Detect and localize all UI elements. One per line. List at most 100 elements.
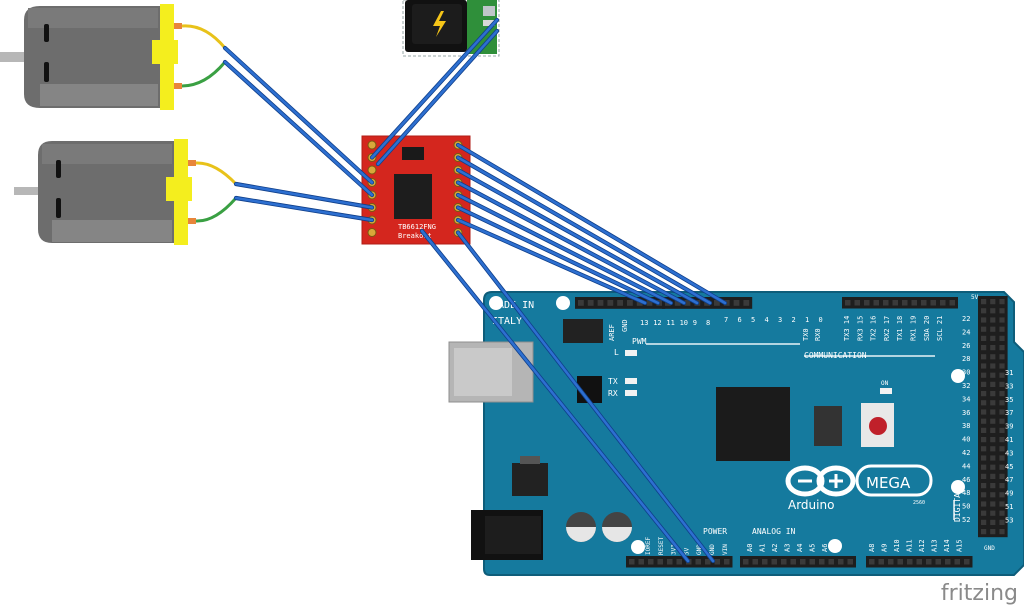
header-pin[interactable] — [845, 300, 851, 306]
header-pin[interactable] — [990, 345, 996, 351]
header-pin[interactable] — [999, 473, 1005, 479]
header-pin[interactable] — [999, 427, 1005, 433]
header-pin[interactable] — [930, 300, 937, 306]
header-pin[interactable] — [990, 437, 996, 443]
header-pin[interactable] — [733, 300, 740, 306]
header-pin[interactable] — [921, 300, 927, 306]
header-pin[interactable] — [847, 559, 854, 565]
header-pin[interactable] — [990, 427, 996, 433]
header-pin[interactable] — [684, 300, 691, 306]
header-pin[interactable] — [949, 300, 956, 306]
header-pin[interactable] — [864, 300, 870, 306]
header-pin[interactable] — [981, 492, 987, 498]
header-pin[interactable] — [999, 529, 1005, 535]
header-pin[interactable] — [667, 559, 673, 565]
header-pin[interactable] — [869, 559, 875, 565]
header-pin[interactable] — [999, 372, 1005, 378]
header-pin[interactable] — [627, 300, 633, 306]
header-pin[interactable] — [981, 446, 987, 452]
wire[interactable] — [456, 218, 647, 305]
header-pin[interactable] — [999, 446, 1005, 452]
header-pin[interactable] — [676, 559, 683, 565]
header-pin[interactable] — [695, 559, 702, 565]
driver-pin[interactable] — [367, 228, 377, 237]
header-pin[interactable] — [990, 501, 996, 507]
header-pin[interactable] — [999, 483, 1005, 489]
header-pin[interactable] — [990, 446, 996, 452]
wire[interactable] — [456, 206, 660, 305]
header-pin[interactable] — [981, 409, 987, 415]
header-pin[interactable] — [990, 519, 996, 525]
header-pin[interactable] — [999, 418, 1005, 424]
header-pin[interactable] — [999, 381, 1005, 387]
header-pin[interactable] — [990, 335, 996, 341]
header-pin[interactable] — [981, 335, 987, 341]
header-pin[interactable] — [981, 510, 987, 516]
header-pin[interactable] — [940, 300, 946, 306]
header-pin[interactable] — [990, 492, 996, 498]
header-pin[interactable] — [964, 559, 970, 565]
header-pin[interactable] — [907, 559, 913, 565]
header-pin[interactable] — [990, 455, 996, 461]
wire[interactable] — [456, 143, 727, 305]
header-pin[interactable] — [945, 559, 951, 565]
header-pin[interactable] — [578, 300, 584, 306]
header-pin[interactable] — [990, 354, 996, 360]
header-pin[interactable] — [981, 354, 987, 360]
header-pin[interactable] — [897, 559, 904, 565]
wire[interactable] — [223, 60, 374, 197]
header-pin[interactable] — [878, 559, 885, 565]
header-pin[interactable] — [999, 308, 1005, 314]
wire[interactable] — [456, 168, 699, 305]
header-pin[interactable] — [883, 300, 889, 306]
header-pin[interactable] — [911, 300, 918, 306]
header-pin[interactable] — [705, 559, 711, 565]
header-pin[interactable] — [916, 559, 923, 565]
header-pin[interactable] — [607, 300, 614, 306]
header-pin[interactable] — [981, 381, 987, 387]
header-pin[interactable] — [990, 372, 996, 378]
header-pin[interactable] — [990, 381, 996, 387]
header-pin[interactable] — [873, 300, 880, 306]
header-pin[interactable] — [990, 418, 996, 424]
header-pin[interactable] — [981, 372, 987, 378]
header-pin[interactable] — [990, 529, 996, 535]
header-pin[interactable] — [743, 300, 750, 306]
wire[interactable] — [456, 193, 673, 305]
header-pin[interactable] — [892, 300, 899, 306]
header-pin[interactable] — [752, 559, 759, 565]
wire[interactable] — [376, 29, 499, 166]
header-pin[interactable] — [981, 363, 987, 369]
header-pin[interactable] — [999, 437, 1005, 443]
header-pin[interactable] — [999, 492, 1005, 498]
header-pin[interactable] — [981, 529, 987, 535]
header-pin[interactable] — [587, 300, 594, 306]
header-pin[interactable] — [981, 345, 987, 351]
header-pin[interactable] — [990, 299, 996, 305]
wire[interactable] — [456, 181, 686, 305]
header-pin[interactable] — [990, 464, 996, 470]
header-pin[interactable] — [657, 559, 664, 565]
header-pin[interactable] — [981, 519, 987, 525]
header-pin[interactable] — [981, 391, 987, 397]
header-pin[interactable] — [981, 308, 987, 314]
wire[interactable] — [370, 18, 499, 159]
wire[interactable] — [234, 182, 374, 209]
header-pin[interactable] — [981, 317, 987, 323]
header-pin[interactable] — [762, 559, 768, 565]
header-pin[interactable] — [999, 501, 1005, 507]
wire[interactable] — [420, 229, 690, 563]
header-pin[interactable] — [999, 354, 1005, 360]
header-pin[interactable] — [981, 455, 987, 461]
header-pin[interactable] — [902, 300, 908, 306]
header-pin[interactable] — [981, 483, 987, 489]
header-pin[interactable] — [999, 510, 1005, 516]
header-pin[interactable] — [999, 363, 1005, 369]
header-pin[interactable] — [990, 363, 996, 369]
header-pin[interactable] — [629, 559, 635, 565]
header-pin[interactable] — [999, 455, 1005, 461]
header-pin[interactable] — [648, 559, 654, 565]
header-pin[interactable] — [999, 326, 1005, 332]
header-pin[interactable] — [714, 559, 721, 565]
header-pin[interactable] — [981, 299, 987, 305]
